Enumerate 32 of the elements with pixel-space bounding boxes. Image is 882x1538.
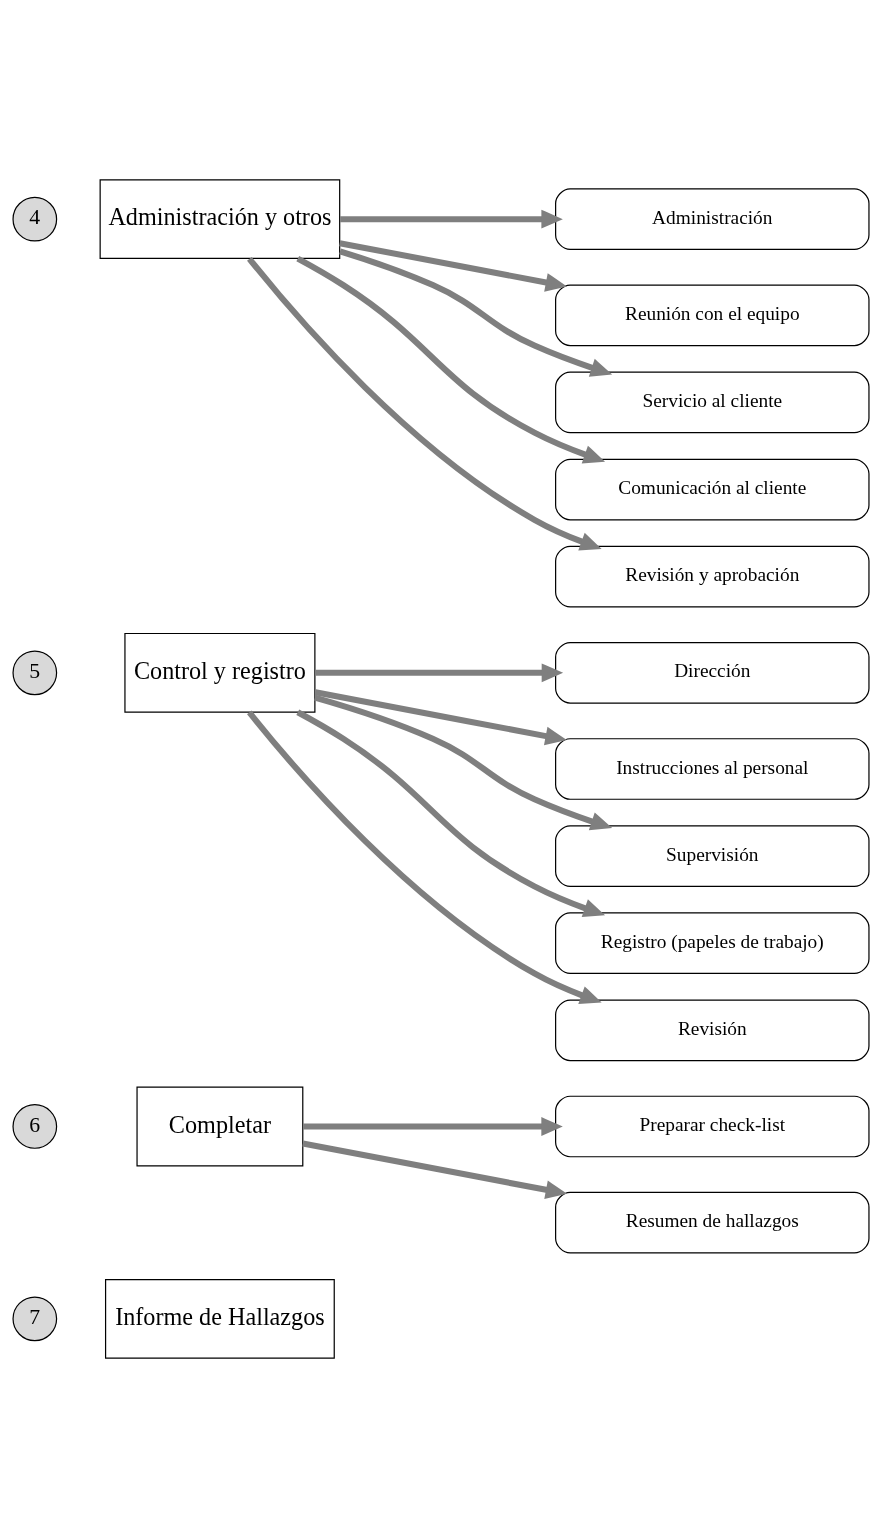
arrow bbox=[296, 255, 606, 464]
arrow bbox=[340, 209, 563, 229]
node-circle: 4 bbox=[12, 196, 58, 242]
arrow bbox=[296, 709, 606, 918]
arrow bbox=[302, 1140, 568, 1200]
node-box: Informe de Hallazgos bbox=[105, 1278, 335, 1359]
node-box: Servicio al cliente bbox=[555, 371, 870, 434]
node-box: Dirección bbox=[555, 641, 870, 704]
node-box: Preparar check-list bbox=[555, 1095, 870, 1158]
arrow bbox=[303, 1117, 563, 1136]
node-box: Registro (papeles de trabajo) bbox=[555, 912, 870, 975]
arrow bbox=[315, 663, 564, 683]
node-box: Revisión y aprobación bbox=[555, 545, 870, 608]
node-box: Completar bbox=[136, 1086, 304, 1167]
arrow bbox=[247, 710, 602, 1005]
arrow bbox=[339, 248, 613, 377]
node-box: Control y registro bbox=[124, 632, 316, 713]
node-box: Supervisión bbox=[555, 825, 870, 887]
node-box: Revisión bbox=[555, 999, 870, 1062]
arrow bbox=[314, 689, 567, 746]
node-box: Instrucciones al personal bbox=[555, 738, 870, 800]
node-circle: 6 bbox=[12, 1104, 58, 1149]
node-box: Administración y otros bbox=[99, 179, 341, 260]
node-circle: 7 bbox=[12, 1296, 58, 1342]
node-box: Reunión con el equipo bbox=[555, 284, 870, 347]
node-box: Comunicación al cliente bbox=[555, 458, 870, 521]
node-circle: 5 bbox=[12, 650, 58, 696]
node-box: Resumen de hallazgos bbox=[555, 1191, 870, 1254]
arrow bbox=[314, 694, 613, 831]
node-box: Administración bbox=[555, 188, 870, 250]
arrow bbox=[247, 256, 602, 551]
arrow bbox=[339, 240, 568, 292]
